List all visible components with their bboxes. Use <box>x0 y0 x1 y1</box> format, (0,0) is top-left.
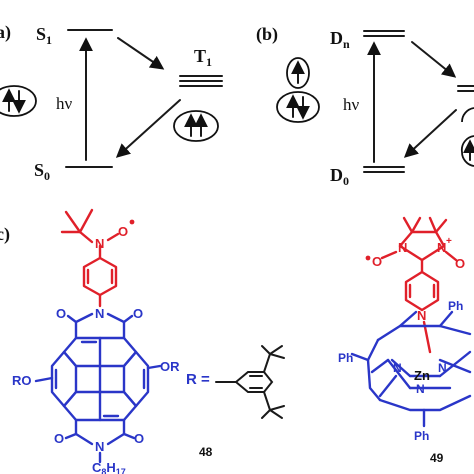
perylene-core <box>50 336 150 422</box>
nn-o-1: O <box>372 254 382 269</box>
cropped-spin-icon-2 <box>460 135 474 167</box>
emission-arrow <box>403 109 457 158</box>
compound-49-label: 49 <box>430 451 444 465</box>
ro-substituent: RO <box>12 373 32 388</box>
pyridine-n: N <box>417 308 426 323</box>
nitroxide-n: N <box>95 236 104 251</box>
octyl-chain: C8H17 <box>92 460 126 474</box>
quartet-spin-icon <box>276 91 320 123</box>
tert-butyl-nitroxide: N O <box>60 208 135 308</box>
phenyl-bottom: Ph <box>414 429 429 443</box>
t1-label: T1 <box>194 46 212 69</box>
panel-c: c) N O N <box>0 208 472 474</box>
nn-plus: + <box>446 236 452 247</box>
compound-48: N O N O O <box>12 208 180 474</box>
panel-a: a) S1 S0 hν T1 <box>0 22 223 183</box>
relaxation-arrow <box>411 41 457 78</box>
porphyrin-n-3: N <box>416 382 425 396</box>
carbonyl-o-1: O <box>56 306 66 321</box>
s0-label: S0 <box>34 160 50 183</box>
compound-48-label: 48 <box>199 445 213 459</box>
zinc-porphyrin: N N N Zn Ph Ph Ph <box>338 299 472 443</box>
dn-label: Dn <box>330 28 350 51</box>
porphyrin-n-1: N <box>393 361 402 375</box>
carbonyl-o-3: O <box>54 431 64 446</box>
triplet-spin-icon <box>173 110 219 142</box>
panel-b: (b) Dn D0 hν <box>256 24 474 188</box>
nn-o-2: O <box>455 256 465 271</box>
r-equals-label: R = <box>186 371 210 388</box>
d0-label: D0 <box>330 165 349 188</box>
compound-49: N N + O O N <box>338 216 472 465</box>
nitroxide-o: O <box>118 224 128 239</box>
cropped-spin-icon-1 <box>461 107 474 123</box>
s1-label: S1 <box>36 24 52 47</box>
nitronyl-nitroxide: N N + O O N <box>365 216 465 354</box>
carbonyl-o-2: O <box>133 306 143 321</box>
porphyrin-n-2: N <box>438 361 447 375</box>
panel-b-label: (b) <box>256 24 278 45</box>
phenyl-left: Ph <box>338 351 353 365</box>
panel-a-label: a) <box>0 22 11 43</box>
singlet-spin-icon <box>0 85 37 117</box>
nn-n-1: N <box>398 240 407 255</box>
zinc-atom: Zn <box>414 368 430 383</box>
imide-n-top: N <box>95 306 104 321</box>
imide-n-bottom: N <box>95 439 104 454</box>
doublet-spin-icon <box>286 57 310 89</box>
isc-arrow <box>117 37 165 70</box>
hv-label-a: hν <box>56 94 73 113</box>
r-group-definition: R = <box>186 345 285 419</box>
phenyl-top: Ph <box>448 299 463 313</box>
nn-n-2: N <box>437 240 446 255</box>
hv-label-b: hν <box>343 95 360 114</box>
carbonyl-o-4: O <box>134 431 144 446</box>
or-substituent: OR <box>160 359 180 374</box>
panel-c-label: c) <box>0 224 10 245</box>
phosphorescence-arrow <box>115 99 181 158</box>
